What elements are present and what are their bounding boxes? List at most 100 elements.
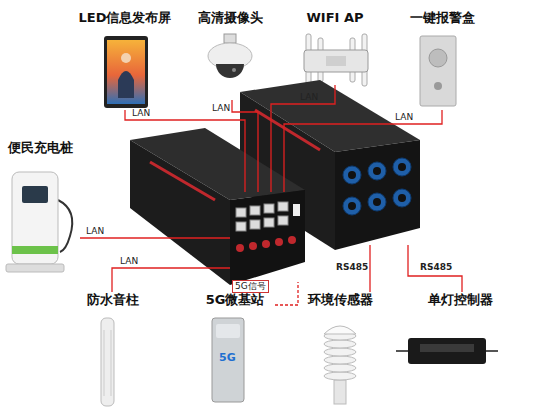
sensor-louver <box>324 340 356 348</box>
connector-core <box>398 194 406 202</box>
sensor-node: 环境传感器 <box>298 292 383 410</box>
signal-label: LAN <box>86 226 104 237</box>
cable-line <box>80 237 230 238</box>
speaker-grille <box>104 330 105 396</box>
waterproof-connector <box>393 189 411 207</box>
speaker-column <box>101 318 114 406</box>
waterproof-connector <box>393 158 411 176</box>
alarm-box-node: 一键报警盒 <box>405 10 480 110</box>
led-screen-figure-body <box>118 71 134 98</box>
base-station-node: 5G微基站 <box>195 292 275 410</box>
waterproof-connector <box>343 197 361 215</box>
gateway-front <box>230 190 305 285</box>
controller-wire <box>396 350 408 352</box>
rj45-port <box>278 216 288 225</box>
sensor-louver <box>324 356 356 364</box>
alarm-box-speaker <box>429 49 447 67</box>
connector-core <box>348 171 356 179</box>
charger-base <box>6 264 64 272</box>
cable-line <box>275 282 298 305</box>
rj45-port <box>250 220 260 229</box>
gateway-stripe <box>150 162 215 200</box>
usb-port <box>293 204 300 216</box>
device-label: LED信息发布屏 <box>70 10 180 26</box>
controller-plate <box>420 344 474 352</box>
alarm-box-button <box>434 82 442 90</box>
base-station-cap <box>216 324 240 338</box>
led-screen-figure-head <box>121 53 131 63</box>
gateway-front <box>335 140 420 250</box>
speaker-node: 防水音柱 <box>75 292 150 410</box>
device-label: WIFI AP <box>295 10 375 26</box>
device-label: 防水音柱 <box>75 292 150 308</box>
device-label: 单灯控制器 <box>410 292 510 308</box>
device-label: 高清摄像头 <box>195 10 265 26</box>
sensor-cap <box>324 326 356 334</box>
device-label: 便民充电桩 <box>0 140 80 156</box>
ap-body <box>304 50 368 72</box>
speaker-grille <box>111 330 112 396</box>
gateway-side <box>130 140 230 285</box>
led-screen-panel <box>107 40 145 104</box>
signal-label: RS485 <box>336 262 368 273</box>
cable-line <box>284 110 442 192</box>
rj45-port <box>236 208 246 217</box>
camera-dome <box>216 64 244 78</box>
gateway-box <box>335 145 420 245</box>
charger-cable <box>58 200 72 252</box>
led-display-node: LED信息发布屏 <box>70 10 180 110</box>
antenna-connector <box>249 242 257 250</box>
rj45-port <box>250 206 260 215</box>
signal-label: RS485 <box>420 262 452 273</box>
signal-label: LAN <box>395 112 413 123</box>
connector-core <box>348 202 356 210</box>
waterproof-connector <box>343 166 361 184</box>
device-label: 5G微基站 <box>195 292 275 308</box>
gateway-stripe <box>255 110 320 150</box>
connector-core <box>398 163 406 171</box>
wifi-ap-node: WIFI AP <box>295 10 375 85</box>
device-label: 一键报警盒 <box>405 10 480 26</box>
signal-label: LAN <box>212 103 230 114</box>
cable-line <box>408 245 462 292</box>
cable-line <box>369 245 370 292</box>
controller-node: 单灯控制器 <box>410 292 510 372</box>
cable-line <box>271 85 335 192</box>
controller-wire <box>486 350 498 352</box>
signal-label: LAN <box>120 256 138 267</box>
connector-core <box>373 167 381 175</box>
signal-label: LAN <box>132 108 150 119</box>
waterproof-connector <box>368 193 386 211</box>
connector-core <box>373 198 381 206</box>
camera-mount <box>224 34 236 43</box>
sensor-pole <box>334 380 346 404</box>
rj45-port <box>264 204 274 213</box>
charger-node: 便民充电桩 <box>0 140 80 280</box>
antenna-connector <box>236 244 244 252</box>
alarm-box-body <box>420 36 456 106</box>
antenna-connector <box>275 238 283 246</box>
charger-screen <box>22 186 48 203</box>
sensor-louver <box>324 372 356 380</box>
rj45-port <box>264 218 274 227</box>
charger-stripe <box>12 246 58 254</box>
sensor-louver <box>324 348 356 356</box>
camera-lens <box>232 68 236 72</box>
base-station-panel <box>212 318 244 402</box>
waterproof-connector <box>368 162 386 180</box>
rj45-port <box>236 222 246 231</box>
device-label: 环境传感器 <box>298 292 383 308</box>
ap-plate <box>326 56 346 66</box>
sensor-louver <box>324 364 356 372</box>
cable-line <box>232 100 258 192</box>
led-screen-frame <box>104 36 148 108</box>
camera-node: 高清摄像头 <box>195 10 265 100</box>
antenna-connector <box>262 240 270 248</box>
antenna-connector <box>288 236 296 244</box>
charger-body <box>12 172 58 264</box>
rj45-port <box>278 202 288 211</box>
cable-line <box>112 268 230 292</box>
